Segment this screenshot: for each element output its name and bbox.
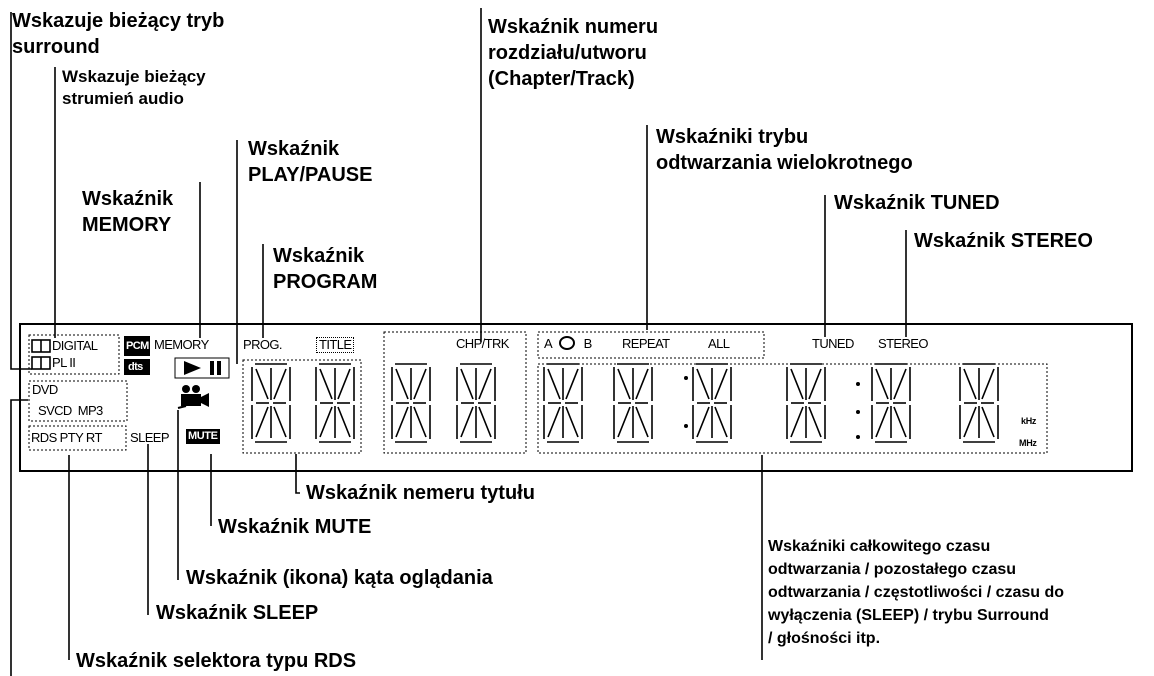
memory-indicator: MEMORY (154, 337, 209, 352)
callout-play-pause: Wskaźnik PLAY/PAUSE (248, 136, 372, 188)
callout-rds: Wskaźnik selektora typu RDS (76, 648, 356, 674)
format-group-box (28, 380, 128, 422)
callout-tuned: Wskaźnik TUNED (834, 190, 1000, 216)
chapter-digits-box (383, 331, 527, 454)
chp-trk-indicator: CHP/TRK (456, 336, 509, 351)
mute-indicator: MUTE (186, 429, 220, 444)
dts-label: dts (128, 361, 143, 373)
callout-audio-stream: Wskazuje bieżący strumień audio (62, 66, 206, 110)
callout-title-number: Wskaźnik nemeru tytułu (306, 480, 535, 506)
callout-line: Wskaźnik selektora typu RDS (76, 650, 357, 672)
callout-angle: Wskaźnik (ikona) kąta oglądania (186, 565, 493, 591)
callout-program: Wskaźnik PROGRAM (273, 243, 377, 295)
callout-line: Wskaźnik MUTE (218, 516, 372, 538)
leader-format (10, 399, 28, 676)
segment-digit (786, 363, 826, 443)
digit-separators (684, 376, 860, 439)
segment-digit (456, 363, 496, 443)
callout-line: Wskazuje bieżący tryb (12, 10, 225, 32)
all-indicator: ALL (708, 336, 730, 351)
svcd-mp3-indicator: SVCD MP3 (38, 403, 103, 418)
segment-digits (251, 363, 999, 443)
pl2-indicator: PL II (52, 355, 76, 370)
callout-line: odtwarzania wielokrotnego (656, 152, 913, 174)
dvd-indicator: DVD (32, 382, 58, 397)
callout-line: Wskaźnik (248, 138, 340, 160)
leader-title-number (295, 454, 300, 494)
time-digits-box (537, 363, 1048, 454)
mhz-indicator: MHz (1019, 438, 1037, 448)
pcm-label: PCM (126, 340, 149, 352)
callout-line: PLAY/PAUSE (248, 164, 373, 186)
title-indicator: TITLE (316, 337, 355, 353)
callout-line: Wskazuje bieżący (62, 67, 206, 86)
callout-line: surround (12, 36, 100, 58)
callout-line: PROGRAM (273, 271, 378, 293)
callout-repeat-modes: Wskaźniki trybu odtwarzania wielokrotneg… (656, 124, 913, 176)
pcm-icon (124, 336, 150, 356)
segment-digit (543, 363, 583, 443)
indicator-group-boxes (28, 331, 1048, 454)
prog-indicator: PROG. (243, 337, 283, 352)
callout-line: / głośności itp. (768, 630, 881, 647)
callout-line: (Chapter/Track) (488, 68, 635, 90)
callout-sleep: Wskaźnik SLEEP (156, 600, 318, 626)
repeat-indicator: REPEAT (622, 336, 670, 351)
camera-angle-icon (177, 385, 209, 409)
callout-line: Wskaźniki całkowitego czasu (768, 538, 991, 555)
callout-line: Wskaźnik (82, 188, 174, 210)
callout-time-display: Wskaźniki całkowitego czasu odtwarzania … (768, 535, 1064, 650)
callout-line: Wskaźnik TUNED (834, 192, 1000, 214)
dts-icon (124, 359, 150, 375)
segment-digit (871, 363, 911, 443)
callout-line: Wskaźnik nemeru tytułu (306, 482, 535, 504)
display-panel-frame (19, 323, 1133, 472)
callout-chapter-track: Wskaźnik numeru rozdziału/utworu (Chapte… (488, 14, 658, 92)
dolby-digital-icon (31, 339, 51, 353)
segment-digit (391, 363, 431, 443)
callout-line: Wskaźnik (273, 245, 365, 267)
callout-line: Wskaźniki trybu (656, 126, 809, 148)
digital-indicator: DIGITAL (52, 338, 98, 353)
segment-digit (251, 363, 291, 443)
leader-lines (10, 8, 907, 676)
callout-memory: Wskaźnik MEMORY (82, 186, 173, 238)
dolby-pl2-icon (31, 356, 51, 370)
callout-line: wyłączenia (SLEEP) / trybu Surround (768, 607, 1049, 624)
ab-indicator: A B (544, 336, 607, 351)
stereo-indicator: STEREO (878, 336, 928, 351)
callout-line: strumień audio (62, 89, 184, 108)
callout-line: MEMORY (82, 214, 172, 236)
repeat-group-box (537, 331, 765, 359)
title-digits-box (242, 359, 362, 454)
segment-digit (959, 363, 999, 443)
segment-digit (692, 363, 732, 443)
leader-surround (10, 12, 32, 370)
ab-loop-icon (559, 336, 575, 350)
sleep-indicator: SLEEP (130, 430, 170, 445)
khz-indicator: kHz (1021, 416, 1037, 426)
surround-group-box (28, 334, 120, 375)
callout-surround: Wskazuje bieżący tryb surround (12, 8, 224, 60)
callout-line: rozdziału/utworu (488, 42, 647, 64)
callout-line: odtwarzania / częstotliwości / czasu do (768, 584, 1065, 601)
callout-stereo: Wskaźnik STEREO (914, 228, 1093, 254)
segment-digit (315, 363, 355, 443)
play-pause-icon (174, 357, 230, 379)
callout-line: odtwarzania / pozostałego czasu (768, 561, 1017, 578)
rds-pty-rt-indicator: RDS PTY RT (31, 430, 102, 445)
callout-line: Wskaźnik numeru (488, 16, 659, 38)
callout-mute: Wskaźnik MUTE (218, 514, 371, 540)
callout-line: Wskaźnik STEREO (914, 230, 1093, 252)
rds-group-box (28, 425, 127, 451)
segment-digit (613, 363, 653, 443)
tuned-indicator: TUNED (812, 336, 854, 351)
callout-line: Wskaźnik SLEEP (156, 602, 319, 624)
callout-line: Wskaźnik (ikona) kąta oglądania (186, 567, 493, 589)
